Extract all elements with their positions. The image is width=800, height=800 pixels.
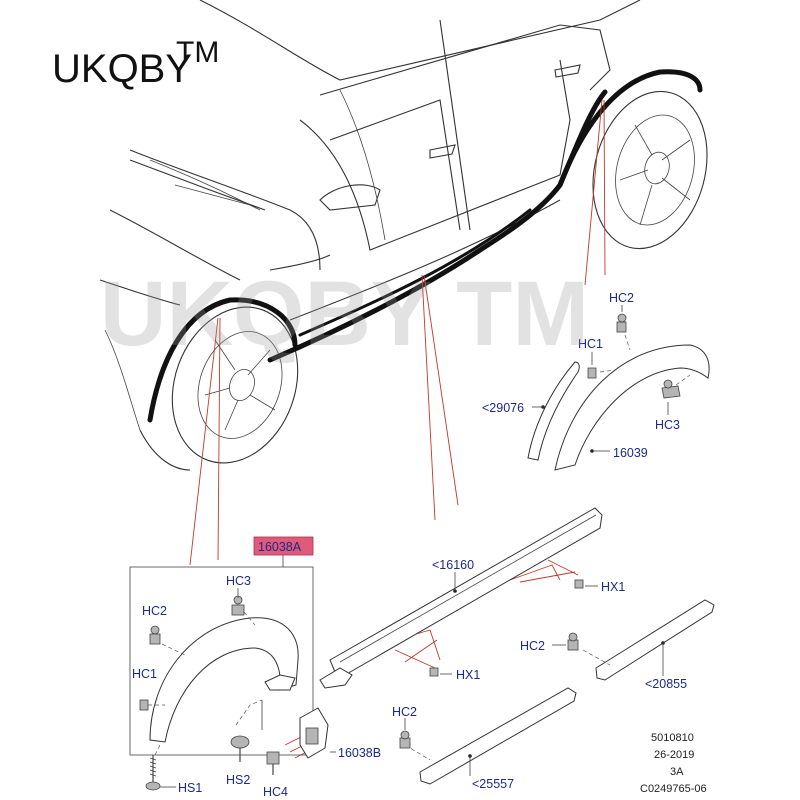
clip-hc1-box bbox=[139, 699, 149, 711]
label-hc2-sill: HC2 bbox=[520, 639, 545, 653]
rear-arch-moulding bbox=[557, 69, 703, 188]
clip-hx1-a bbox=[574, 579, 598, 589]
label-hx1-b: HX1 bbox=[456, 668, 480, 682]
label-hs1: HS1 bbox=[178, 781, 202, 795]
clip-hc2-top bbox=[616, 313, 627, 333]
label-hs2: HS2 bbox=[226, 773, 250, 787]
logo-text: UKQBY bbox=[52, 47, 192, 91]
label-hc1-top: HC1 bbox=[578, 337, 603, 351]
lower-moulding-25557 bbox=[419, 687, 577, 785]
clip-hx1-b bbox=[429, 667, 452, 677]
clip-hc2-sill bbox=[567, 632, 579, 651]
label-hc2-low: HC2 bbox=[392, 705, 417, 719]
clip-hc3-box bbox=[231, 595, 245, 616]
screw-hs2 bbox=[230, 735, 250, 762]
front-arch-moulding bbox=[147, 297, 298, 423]
watermark: UKQBY TM bbox=[100, 263, 589, 365]
label-hc2-top: HC2 bbox=[609, 291, 634, 305]
rear-lower-moulding-20855 bbox=[595, 599, 715, 681]
ref-line-4: C0249765-06 bbox=[640, 783, 707, 795]
label-hc2-box: HC2 bbox=[142, 604, 167, 618]
label-hc3-top: HC3 bbox=[655, 418, 680, 432]
rear-arch-seal-29076 bbox=[527, 361, 580, 461]
vehicle-outline bbox=[99, 0, 708, 471]
ref-line-2: 26-2019 bbox=[654, 749, 694, 761]
label-25557: <25557 bbox=[472, 777, 514, 791]
rear-arch-trim-16039 bbox=[554, 344, 710, 471]
callout-lines bbox=[189, 99, 606, 759]
side-moulding-16160 bbox=[329, 507, 603, 676]
label-29076: <29076 bbox=[482, 401, 524, 415]
label-hx1-a: HX1 bbox=[601, 580, 625, 594]
clip-hc4 bbox=[266, 751, 280, 775]
ref-line-3: 3A bbox=[670, 766, 684, 778]
side-sill-group: <16160 HX1 HX1 HC2 <20855 HC2 <25557 bbox=[319, 507, 715, 791]
label-20855: <20855 bbox=[645, 677, 687, 691]
logo-trademark: TM bbox=[176, 36, 219, 69]
label-hc4: HC4 bbox=[263, 785, 288, 799]
label-16039: 16039 bbox=[613, 446, 648, 460]
screw-hs1 bbox=[145, 755, 161, 791]
label-16038A: 16038A bbox=[258, 540, 302, 554]
ref-line-1: 5010810 bbox=[651, 732, 694, 744]
drawing-reference: 5010810 26-2019 3A C0249765-06 bbox=[640, 732, 707, 795]
label-16160: <16160 bbox=[432, 558, 474, 572]
label-16038B: 16038B bbox=[338, 746, 381, 760]
label-hc1-box: HC1 bbox=[132, 667, 157, 681]
rear-arch-parts: HC2 HC1 HC3 <29076 16039 bbox=[482, 291, 710, 471]
front-arch-group: 16038A bbox=[129, 536, 381, 799]
clip-hc3-top bbox=[661, 379, 681, 399]
front-arch-trim-16038A bbox=[149, 617, 299, 743]
front-arch-box bbox=[129, 566, 314, 756]
part-number-highlight bbox=[253, 536, 314, 556]
clip-hc2-box bbox=[149, 625, 161, 645]
clip-hc1-top bbox=[587, 367, 597, 379]
brand-logo: UKQBY TM bbox=[52, 36, 219, 91]
clip-hc2-low bbox=[399, 730, 411, 749]
watermark-text: UKQBY TM bbox=[100, 263, 589, 365]
label-hc3-box: HC3 bbox=[226, 574, 251, 588]
